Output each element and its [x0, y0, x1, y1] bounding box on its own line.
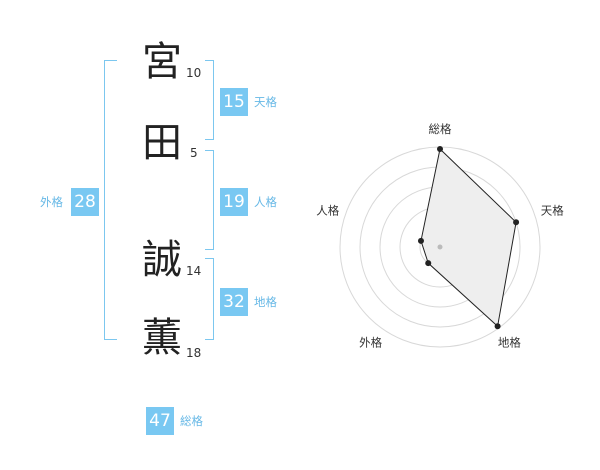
stroke-count-4: 18 — [186, 346, 202, 360]
tenkaku-bracket — [205, 60, 214, 140]
tenkaku-value-badge: 15 — [220, 88, 248, 116]
stroke-count-3: 14 — [186, 264, 202, 278]
name-char-4: 薫 — [142, 315, 182, 361]
name-char-3: 誠 — [142, 237, 182, 283]
radar-axis-label-4: 外格 — [359, 335, 382, 349]
tenkaku-label: 天格 — [254, 95, 277, 109]
jinkaku-value-badge: 19 — [220, 188, 248, 216]
gaikaku-value-badge: 28 — [71, 188, 99, 216]
name-char-2: 田 — [142, 120, 182, 166]
radar-axis-label-1: 総格 — [429, 122, 452, 136]
radar-axis-label-5: 人格 — [316, 204, 339, 218]
radar-axis-label-2: 天格 — [541, 204, 564, 218]
chikaku-label: 地格 — [254, 295, 277, 309]
radar-axis-label-3: 地格 — [498, 335, 521, 349]
name-char-1: 宮 — [142, 39, 182, 85]
gaikaku-bracket — [104, 60, 117, 340]
soukaku-label: 総格 — [180, 414, 203, 428]
radar-point-3 — [494, 323, 501, 330]
gaikaku-label: 外格 — [40, 195, 63, 209]
radar-point-5 — [417, 237, 424, 244]
jinkaku-label: 人格 — [254, 195, 277, 209]
stroke-count-1: 10 — [186, 66, 202, 80]
radar-point-2 — [513, 219, 520, 226]
jinkaku-bracket — [205, 150, 214, 250]
radar-point-1 — [437, 146, 443, 152]
radar-center-dot — [437, 244, 443, 250]
radar-polygon — [420, 148, 517, 328]
radar-point-4 — [425, 260, 432, 267]
soukaku-value-badge: 47 — [146, 407, 174, 435]
chikaku-value-badge: 32 — [220, 288, 248, 316]
chikaku-bracket — [205, 258, 214, 340]
stroke-count-2: 5 — [190, 146, 198, 160]
